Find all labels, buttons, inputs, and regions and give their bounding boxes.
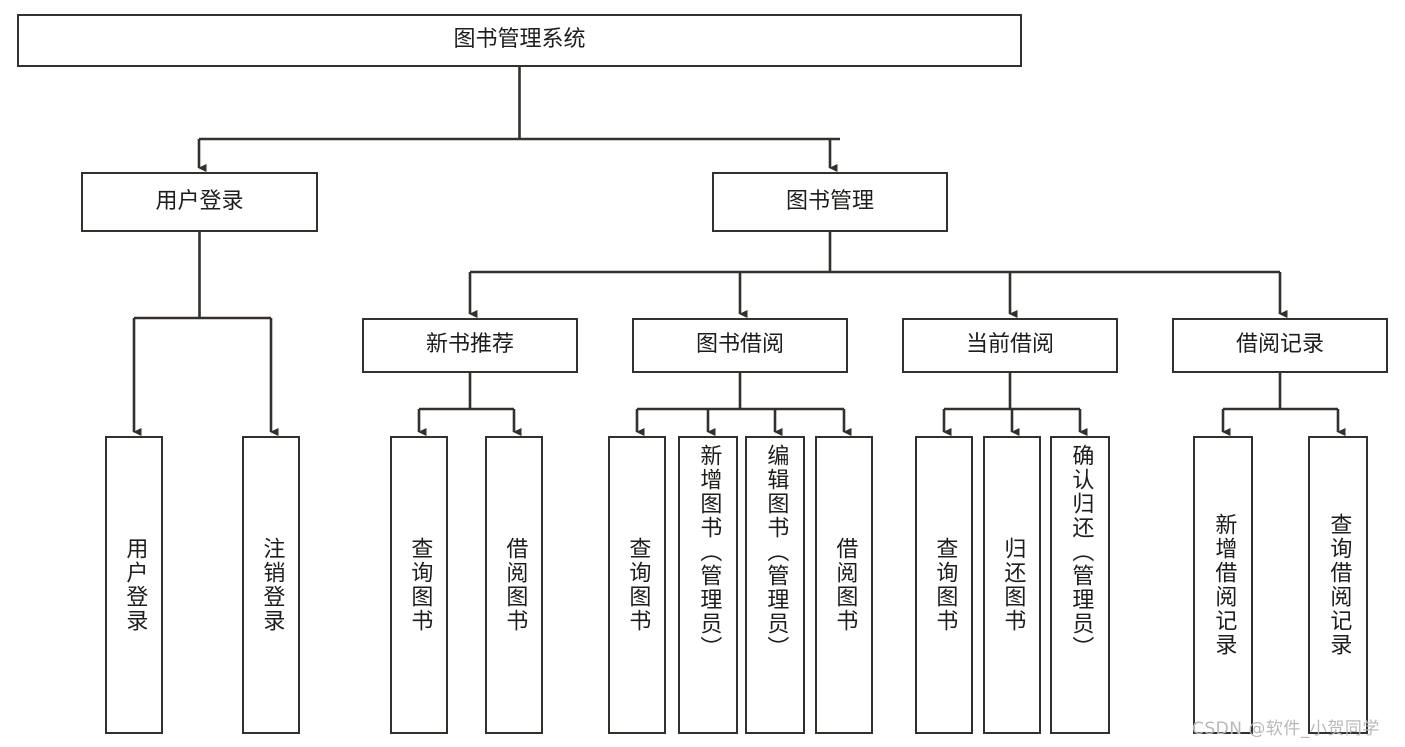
node-leaf-logout-label: 注销登录 xyxy=(259,537,285,633)
node-leaf-query-book-borrow-label: 查询图书 xyxy=(625,537,651,633)
node-leaf-add-book-admin[interactable]: 新增图书（管理员） xyxy=(678,436,738,734)
node-book-management-label: 图书管理 xyxy=(785,188,874,214)
node-leaf-edit-book-admin[interactable]: 编辑图书（管理员） xyxy=(745,436,805,734)
node-leaf-user-login-label: 用户登录 xyxy=(122,537,148,633)
node-leaf-return-book[interactable]: 归还图书 xyxy=(983,436,1041,734)
node-root-label: 图书管理系统 xyxy=(453,27,586,53)
node-current-borrow-label: 当前借阅 xyxy=(965,332,1054,358)
node-leaf-query-book-current-label: 查询图书 xyxy=(932,537,958,633)
node-leaf-query-borrow-record-label: 查询借阅记录 xyxy=(1326,513,1352,657)
node-book-borrow[interactable]: 图书借阅 xyxy=(632,318,848,373)
node-leaf-query-book-borrow[interactable]: 查询图书 xyxy=(608,436,666,734)
node-leaf-query-book-rec[interactable]: 查询图书 xyxy=(390,436,448,734)
csdn-watermark: CSDN @软件_小贺同学 xyxy=(1192,719,1380,739)
node-new-book-recommend[interactable]: 新书推荐 xyxy=(362,318,578,373)
node-leaf-add-borrow-record-label: 新增借阅记录 xyxy=(1211,513,1237,657)
node-user-login[interactable]: 用户登录 xyxy=(81,172,318,232)
node-leaf-confirm-return-admin-label: 确认归还（管理员） xyxy=(1068,444,1094,660)
node-borrow-records[interactable]: 借阅记录 xyxy=(1172,318,1388,373)
node-leaf-confirm-return-admin[interactable]: 确认归还（管理员） xyxy=(1050,436,1110,734)
node-leaf-return-book-label: 归还图书 xyxy=(1000,537,1026,633)
node-new-book-recommend-label: 新书推荐 xyxy=(425,332,514,358)
node-leaf-query-book-current[interactable]: 查询图书 xyxy=(915,436,973,734)
node-root[interactable]: 图书管理系统 xyxy=(17,14,1022,67)
node-leaf-add-book-admin-label: 新增图书（管理员） xyxy=(696,444,722,660)
node-leaf-borrow-book[interactable]: 借阅图书 xyxy=(815,436,873,734)
node-leaf-query-book-rec-label: 查询图书 xyxy=(407,537,433,633)
node-leaf-borrow-book-rec[interactable]: 借阅图书 xyxy=(485,436,543,734)
node-user-login-label: 用户登录 xyxy=(155,188,244,214)
node-leaf-borrow-book-label: 借阅图书 xyxy=(832,537,858,633)
node-leaf-logout[interactable]: 注销登录 xyxy=(242,436,300,734)
node-leaf-borrow-book-rec-label: 借阅图书 xyxy=(502,537,528,633)
node-book-borrow-label: 图书借阅 xyxy=(695,332,784,358)
node-leaf-edit-book-admin-label: 编辑图书（管理员） xyxy=(763,444,789,660)
node-borrow-records-label: 借阅记录 xyxy=(1235,332,1324,358)
node-leaf-query-borrow-record[interactable]: 查询借阅记录 xyxy=(1308,436,1368,734)
node-current-borrow[interactable]: 当前借阅 xyxy=(902,318,1118,373)
node-leaf-user-login[interactable]: 用户登录 xyxy=(105,436,163,734)
node-leaf-add-borrow-record[interactable]: 新增借阅记录 xyxy=(1193,436,1253,734)
node-book-management[interactable]: 图书管理 xyxy=(712,172,948,232)
